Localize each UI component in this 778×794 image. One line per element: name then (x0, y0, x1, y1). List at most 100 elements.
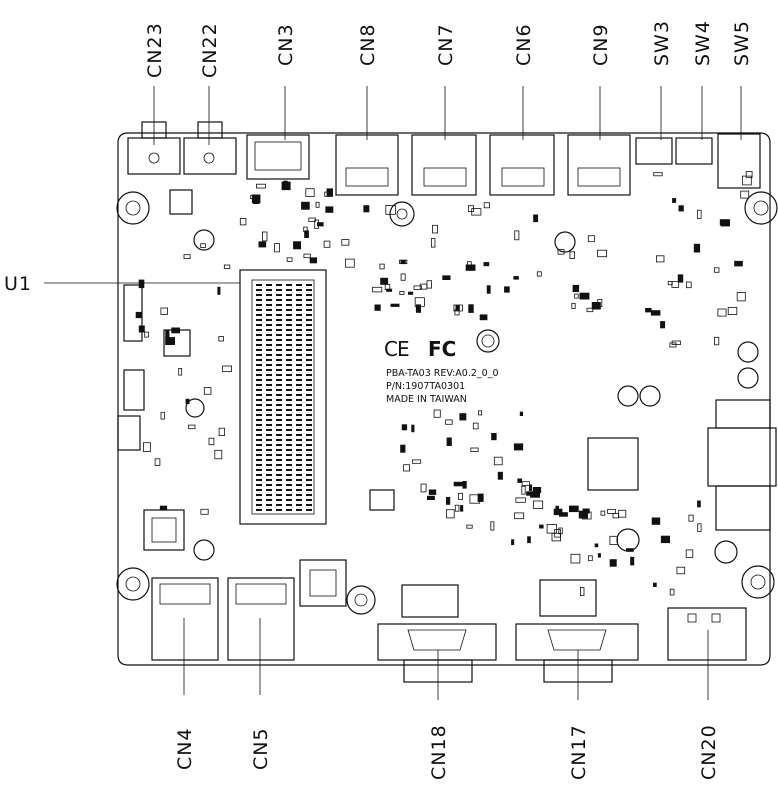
u1-pin (256, 504, 262, 506)
u1-pin (286, 439, 292, 441)
u1-pin (286, 364, 292, 366)
smd-component (178, 367, 183, 376)
smd-component (578, 510, 588, 519)
u1-pin (276, 379, 282, 381)
u1-pin (306, 289, 312, 291)
smd-component (379, 263, 385, 270)
top-labels: CN23 CN22 CN3 CN8 CN7 CN6 CN9 SW3 SW4 SW… (144, 20, 753, 78)
u1-pin (276, 454, 282, 456)
smd-component (217, 286, 221, 295)
u1-pin (266, 504, 272, 506)
u1-pin (276, 409, 282, 411)
u1-pin (306, 384, 312, 386)
u1-pin (256, 404, 262, 406)
u1-pin (276, 389, 282, 391)
fc-mark: FC (428, 337, 456, 361)
u1-pin (266, 344, 272, 346)
smd-component (420, 483, 427, 493)
u1-pin (276, 374, 282, 376)
u1-pin (296, 379, 302, 381)
u1-pin (266, 324, 272, 326)
u1-pin (266, 354, 272, 356)
u1-pin (256, 374, 262, 376)
smd-component (185, 398, 190, 405)
top-connectors (127, 121, 761, 196)
smd-component (303, 253, 311, 259)
u1-pin (276, 364, 282, 366)
u1-pin (276, 299, 282, 301)
smd-component (345, 258, 355, 268)
u1-pin (306, 419, 312, 421)
smd-component (555, 505, 559, 510)
u1-pin (296, 304, 302, 306)
u1-pin (296, 294, 302, 296)
smd-component (574, 293, 579, 299)
smd-component (200, 508, 209, 515)
label-cn5: CN5 (250, 727, 272, 770)
u1-pin (306, 334, 312, 336)
smd-component (214, 449, 223, 460)
u1-socket (239, 269, 327, 525)
smd-component (529, 484, 533, 491)
u1-pin (266, 339, 272, 341)
u1-pin (256, 339, 262, 341)
u1-pin (296, 319, 302, 321)
smd-component (433, 409, 441, 418)
smd-component (293, 241, 301, 250)
smd-component (745, 170, 753, 179)
u1-pin (286, 304, 292, 306)
label-cn9: CN9 (590, 23, 612, 66)
u1-pin (286, 339, 292, 341)
u1-pin (256, 449, 262, 451)
smd-component (587, 235, 595, 243)
u1-pin (266, 389, 272, 391)
u1-pin (276, 349, 282, 351)
u1-pin (266, 489, 272, 491)
smd-component (493, 456, 503, 466)
u1-pin (296, 424, 302, 426)
smd-component (676, 566, 686, 575)
u1-pin (256, 414, 262, 416)
smd-component (408, 291, 414, 295)
smd-component (446, 497, 451, 505)
u1-pin (286, 509, 292, 511)
smd-component (138, 279, 145, 289)
u1-pin (256, 434, 262, 436)
smd-component (479, 314, 488, 321)
smd-component (458, 492, 463, 500)
u1-pin (276, 399, 282, 401)
u1-pin (296, 504, 302, 506)
smd-component (315, 201, 320, 208)
u1-pin (276, 509, 282, 511)
smd-component (454, 504, 460, 512)
u1-pin (296, 494, 302, 496)
u1-pin (306, 319, 312, 321)
label-sw5: SW5 (731, 20, 753, 66)
smd-component (688, 514, 694, 522)
u1-pin (286, 314, 292, 316)
smd-component (323, 240, 331, 248)
u1-pin (306, 464, 312, 466)
u1-pin (276, 314, 282, 316)
u1-pin (306, 364, 312, 366)
u1-pin (286, 284, 292, 286)
u1-pin (306, 359, 312, 361)
smd-component (594, 543, 599, 548)
smd-component (326, 188, 333, 197)
smd-component (714, 267, 720, 273)
u1-pin (266, 359, 272, 361)
smd-component (586, 307, 594, 313)
smd-component (546, 524, 557, 534)
u1-pin (276, 359, 282, 361)
u1-pin (306, 459, 312, 461)
u1-pin (276, 309, 282, 311)
u1-pin (286, 354, 292, 356)
u1-pin (306, 469, 312, 471)
u1-pin (276, 344, 282, 346)
u1-pin (296, 474, 302, 476)
smd-component (142, 442, 151, 452)
bottom-labels: CN4 CN5 CN18 CN17 CN20 (174, 724, 720, 780)
u1-pin (256, 299, 262, 301)
u1-pin (276, 444, 282, 446)
u1-pin (276, 319, 282, 321)
